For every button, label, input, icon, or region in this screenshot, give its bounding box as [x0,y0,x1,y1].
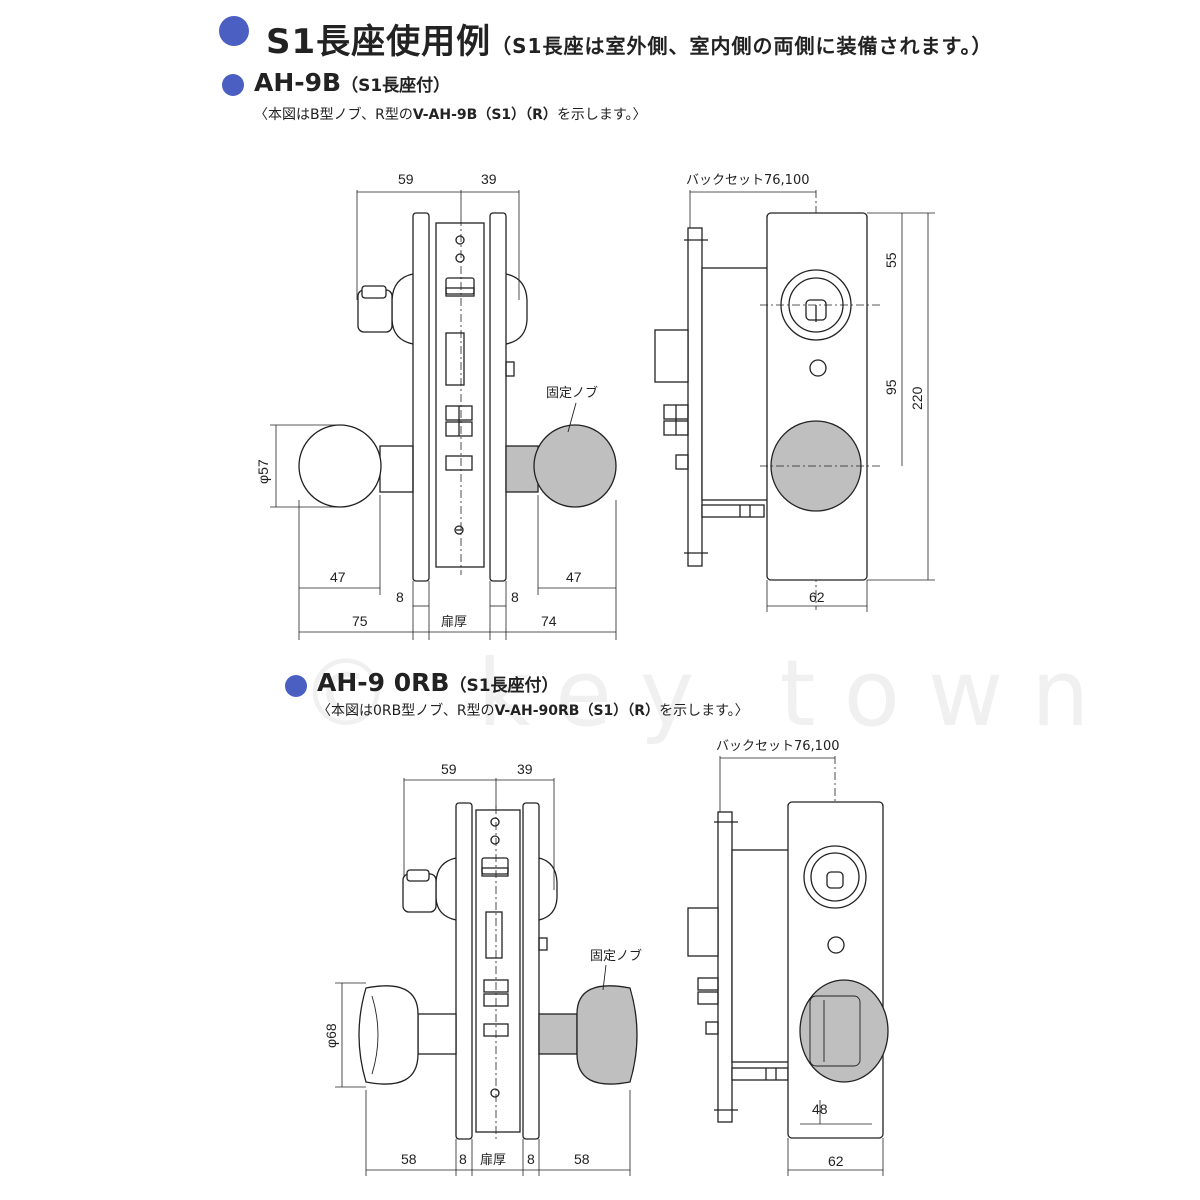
s1-dim-width: 62 [809,589,825,605]
s1-dim-h2: 95 [883,379,899,395]
section1-front-view: 59 39 固定ノブ [255,171,617,640]
s1-dim-knob-right: 47 [566,569,582,585]
section1-caption: 〈本図はB型ノブ、R型のV-AH-9B（S1）（R）を示します。〉 [254,107,647,123]
page-title: S1長座使用例（S1長座は室外側、室内側の両側に装備されます。） [266,22,993,62]
section2-model-title: AH-9 0RB（S1長座付） [317,668,559,697]
s1-dim-knob-diameter: φ57 [255,459,271,484]
s2-dim-width: 62 [828,1153,844,1169]
s1-dim-top-right: 39 [481,171,497,187]
s2-dim-knob-left: 58 [401,1151,417,1167]
s1-dim-knob-left: 47 [330,569,346,585]
title-bullet-icon [219,16,249,46]
s1-dim-h3: 220 [909,386,925,410]
section1-model-title: AH-9B（S1長座付） [254,68,451,97]
s2-dim-gap-right: 8 [527,1151,535,1167]
section2-model-note: （S1長座付） [449,676,559,696]
s2-fixed-knob-label: 固定ノブ [590,948,642,964]
section1-side-view: バックセット76,100 [654,173,935,612]
s1-dim-total-left: 75 [352,613,368,629]
page-subtitle: （S1長座は室外側、室内側の両側に装備されます。） [491,34,993,58]
s1-dim-door-thickness: 扉厚 [441,614,467,630]
s2-dim-gap-left: 8 [459,1151,467,1167]
s2-dim-door-thickness: 扉厚 [480,1152,506,1168]
s1-dim-h1: 55 [883,252,899,268]
section1-model-note: （S1長座付） [341,76,451,96]
s1-dim-gap-left: 8 [396,589,404,605]
section2-front-view: 59 39 固定ノブ φ68 [323,761,642,1176]
s2-dim-top-left: 59 [441,761,457,777]
s2-dim-knob-right: 58 [574,1151,590,1167]
section2-caption: 〈本図は0RB型ノブ、R型のV-AH-90RB（S1）（R）を示します。〉 [317,703,749,719]
s2-dim-top-right: 39 [517,761,533,777]
section1-bullet-icon [222,74,244,96]
section2-side-view: バックセット76,100 48 62 [687,739,889,1176]
s1-dim-top-left: 59 [398,171,414,187]
section2-bullet-icon [285,675,307,697]
s2-dim-backset: バックセット76,100 [716,739,840,754]
s2-dim-lever-width: 48 [812,1101,828,1117]
s1-fixed-knob-label: 固定ノブ [546,385,598,401]
s2-dim-knob-diameter: φ68 [323,1023,339,1048]
s1-dim-gap-right: 8 [511,589,519,605]
s1-dim-total-right: 74 [541,613,557,629]
s1-dim-backset: バックセット76,100 [686,173,810,188]
